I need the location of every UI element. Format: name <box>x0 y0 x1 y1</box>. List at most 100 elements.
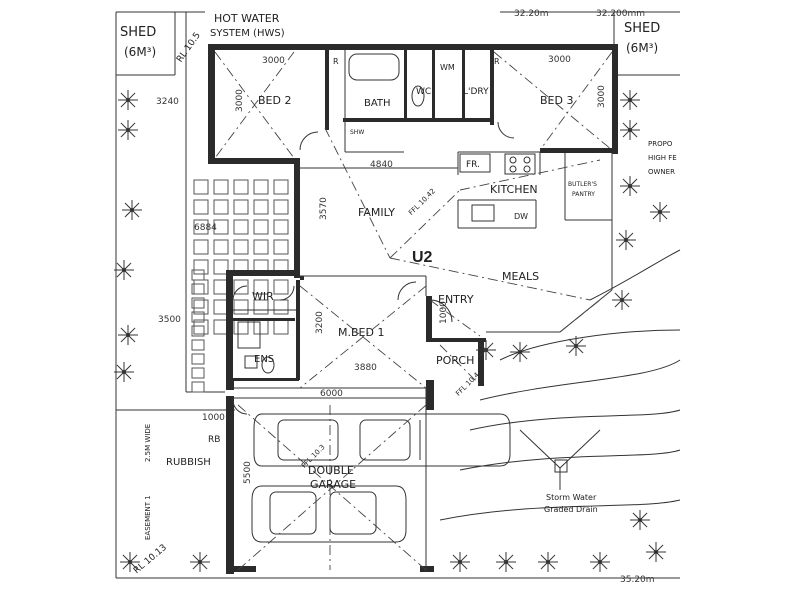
driveway-label: 2.5M WIDE <box>144 424 152 462</box>
paver-tile <box>191 311 205 323</box>
rubbish-label: RUBBISH <box>166 457 211 468</box>
wir-label: WIR <box>252 290 274 303</box>
dim-mbed-depth: 3200 <box>315 311 325 334</box>
paver-tile <box>193 239 209 255</box>
car-top <box>253 413 511 467</box>
paver-tile <box>191 297 205 309</box>
driveway-curves <box>439 249 681 521</box>
porch-label: PORCH <box>436 354 474 367</box>
meals-label: MEALS <box>502 270 539 283</box>
tree-symbol <box>612 290 632 310</box>
paver-tile <box>191 339 205 351</box>
doors <box>232 121 515 415</box>
tree-symbol <box>620 90 640 110</box>
dim-left-bottom: 1000 <box>202 413 225 423</box>
propo-label-2: HIGH FE <box>648 154 677 162</box>
paver-tile <box>193 279 209 295</box>
paver-tile <box>213 179 229 195</box>
paver-tile <box>193 299 209 315</box>
shed-left-label-2: (6M³) <box>124 45 156 59</box>
tree-symbol <box>496 552 516 572</box>
dimension-labels: 3000 3000 3000 3000 3240 4840 3570 6884 … <box>156 9 655 585</box>
pantry-label-1: BUTLER'S <box>568 181 597 188</box>
shed-right-label-1: SHED <box>624 21 660 36</box>
dim-family-width: 4840 <box>370 160 393 170</box>
paver-tile <box>273 179 289 195</box>
paver-tile <box>273 299 289 315</box>
r-left-label: R <box>333 57 339 66</box>
dim-mbed-width: 3880 <box>354 363 377 373</box>
rl-porch-label: FFL 10.4 <box>454 371 481 398</box>
paving-grid <box>191 179 289 393</box>
lndry-label: L'DRY <box>463 87 489 97</box>
dim-bed3-width: 3000 <box>548 55 571 65</box>
paver-tile <box>193 219 209 235</box>
wc-label: WC <box>416 87 431 97</box>
tree-symbol <box>646 542 666 562</box>
paver-tile <box>213 199 229 215</box>
dim-left-top: 3240 <box>156 97 179 107</box>
roof-lines <box>214 51 613 571</box>
entry-label: ENTRY <box>438 293 474 306</box>
level-top-1: 32.20m <box>514 9 549 19</box>
r-right-label: R <box>494 57 500 66</box>
paver-tile <box>233 179 249 195</box>
dim-garage-depth: 5500 <box>243 461 253 484</box>
tree-symbol <box>190 552 210 572</box>
easement-label: EASEMENT 1 <box>144 495 152 540</box>
propo-label-3: OWNER <box>648 168 675 176</box>
rl-top-label: RL 10.5 <box>175 31 203 65</box>
tree-symbol <box>122 200 142 220</box>
paver-tile <box>233 239 249 255</box>
storm-label-1: Storm Water <box>546 493 597 502</box>
tree-symbol <box>114 362 134 382</box>
tree-symbol <box>630 510 650 530</box>
garage-label-2: GARAGE <box>310 478 356 491</box>
landscaping <box>114 90 670 572</box>
paver-tile <box>191 325 205 337</box>
paver-tile <box>253 219 269 235</box>
hot-water-label-2: SYSTEM (HWS) <box>210 28 285 39</box>
pantry-label-2: PANTRY <box>572 191 595 198</box>
tree-symbol <box>118 325 138 345</box>
wm-label: WM <box>440 63 455 72</box>
dim-left-lower: 3500 <box>158 315 181 325</box>
dim-entry-depth: 1000 <box>439 301 449 324</box>
tree-symbol <box>450 552 470 572</box>
walls <box>208 44 618 574</box>
paver-tile <box>193 319 209 335</box>
rubbish-bin-label: RB <box>208 435 220 445</box>
tree-symbol <box>566 336 586 356</box>
paver-tile <box>273 199 289 215</box>
paver-tile <box>273 319 289 335</box>
car-bottom <box>251 485 407 543</box>
paver-tile <box>233 299 249 315</box>
tree-symbol <box>118 120 138 140</box>
shed-left-label-1: SHED <box>120 25 156 40</box>
kitchen-label: KITCHEN <box>490 183 538 196</box>
tree-symbol <box>650 202 670 222</box>
paver-tile <box>233 219 249 235</box>
dim-bed2-width: 3000 <box>262 56 285 66</box>
dim-left-mid: 6884 <box>194 223 217 233</box>
dim-bed2-depth: 3000 <box>235 89 245 112</box>
room-labels: BED 2 BED 3 BATH WC L'DRY KITCHEN FAMILY… <box>166 57 597 491</box>
level-bottom: 35.20m <box>620 575 655 585</box>
paver-tile <box>213 299 229 315</box>
paver-tile <box>193 259 209 275</box>
bath-label: BATH <box>364 98 391 109</box>
tree-symbol <box>476 340 496 360</box>
paver-tile <box>253 179 269 195</box>
shw-label: SHW <box>350 129 364 136</box>
unit-label: U2 <box>412 249 433 266</box>
paver-tile <box>213 279 229 295</box>
hot-water-label-1: HOT WATER <box>214 12 280 25</box>
dim-bed3-depth: 3000 <box>597 85 607 108</box>
shed-right-label-2: (6M³) <box>626 41 658 55</box>
dim-garage-width: 6000 <box>320 389 343 399</box>
tree-symbol <box>114 260 134 280</box>
tree-symbol <box>118 90 138 110</box>
bed2-label: BED 2 <box>258 94 291 107</box>
paver-tile <box>253 239 269 255</box>
